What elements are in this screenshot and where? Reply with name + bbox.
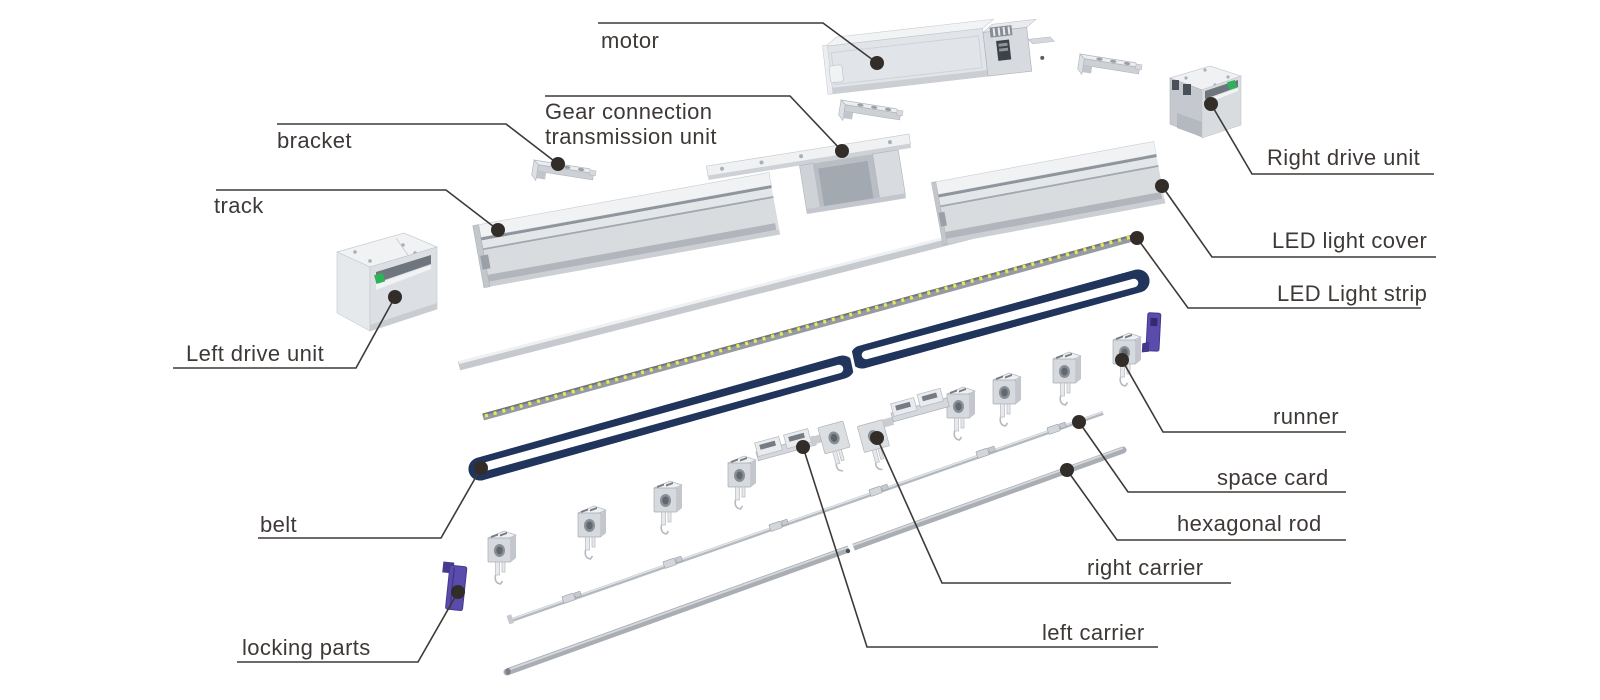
leader-led-cover bbox=[1161, 185, 1436, 258]
bracket-part-top-right bbox=[1076, 53, 1143, 85]
leader-gear bbox=[545, 95, 843, 152]
led-light-strip-part bbox=[482, 232, 1141, 421]
label-track: track bbox=[214, 193, 264, 218]
label-left-drive-unit: Left drive unit bbox=[186, 341, 325, 366]
label-bracket: bracket bbox=[277, 128, 352, 153]
label-belt: belt bbox=[260, 512, 298, 537]
label-hexagonal-rod: hexagonal rod bbox=[1177, 511, 1322, 536]
locking-part-top bbox=[1141, 312, 1162, 353]
label-motor: motor bbox=[601, 28, 660, 53]
bracket-part-under-motor bbox=[837, 99, 904, 131]
leader-motor bbox=[598, 22, 878, 64]
label-space-card: space card bbox=[1217, 465, 1329, 490]
dot-gear bbox=[835, 144, 849, 158]
leader-lines bbox=[173, 22, 1436, 663]
leader-belt bbox=[258, 467, 482, 539]
leader-hex-rod bbox=[1066, 469, 1346, 541]
dot-left-carrier bbox=[796, 440, 810, 454]
track-right-part bbox=[930, 140, 1166, 246]
label-right-carrier: right carrier bbox=[1087, 555, 1204, 580]
dot-track bbox=[491, 223, 505, 237]
label-led-light-cover: LED light cover bbox=[1272, 228, 1428, 253]
gear-transmission-unit-part bbox=[706, 133, 912, 214]
leader-right-carrier bbox=[876, 437, 1231, 584]
label-right-drive-unit: Right drive unit bbox=[1267, 145, 1421, 170]
dot-motor bbox=[870, 56, 884, 70]
right-drive-unit-part bbox=[1168, 65, 1243, 139]
leader-led-strip bbox=[1136, 237, 1421, 309]
belt-part bbox=[468, 269, 1150, 481]
dot-belt bbox=[474, 461, 488, 475]
label-left-carrier: left carrier bbox=[1042, 620, 1145, 645]
leader-right-drive bbox=[1210, 103, 1434, 175]
dot-led-strip bbox=[1130, 231, 1144, 245]
label-led-light-strip: LED Light strip bbox=[1277, 281, 1428, 306]
right-carrier-part bbox=[857, 387, 950, 471]
dot-right-carrier bbox=[870, 431, 884, 445]
leader-dots bbox=[388, 56, 1218, 599]
leader-space-card bbox=[1078, 421, 1346, 493]
dot-bracket bbox=[551, 157, 565, 171]
label-locking-parts: locking parts bbox=[242, 635, 371, 660]
leader-locking bbox=[237, 591, 459, 663]
left-carrier-part bbox=[754, 420, 851, 472]
motor-part bbox=[822, 18, 1056, 95]
label-gear-connection: Gear connection transmission unit bbox=[545, 99, 717, 150]
left-drive-unit-part bbox=[335, 232, 439, 332]
dot-led-cover bbox=[1155, 179, 1169, 193]
hexagonal-rod-part bbox=[503, 446, 1127, 676]
space-card-part bbox=[506, 411, 1104, 625]
dot-hex-rod bbox=[1060, 463, 1074, 477]
dot-right-drive bbox=[1204, 97, 1218, 111]
dot-runner bbox=[1115, 353, 1129, 367]
dot-left-drive bbox=[388, 290, 402, 304]
leader-track bbox=[216, 189, 499, 231]
dot-locking bbox=[451, 585, 465, 599]
leader-runner bbox=[1121, 359, 1346, 433]
locking-part-bottom bbox=[442, 561, 468, 612]
dot-space-card bbox=[1072, 415, 1086, 429]
leader-left-drive bbox=[173, 296, 396, 369]
label-runner: runner bbox=[1273, 404, 1339, 429]
leader-bracket bbox=[277, 123, 559, 165]
leader-left-carrier bbox=[802, 446, 1158, 648]
track-left-part bbox=[472, 171, 781, 289]
